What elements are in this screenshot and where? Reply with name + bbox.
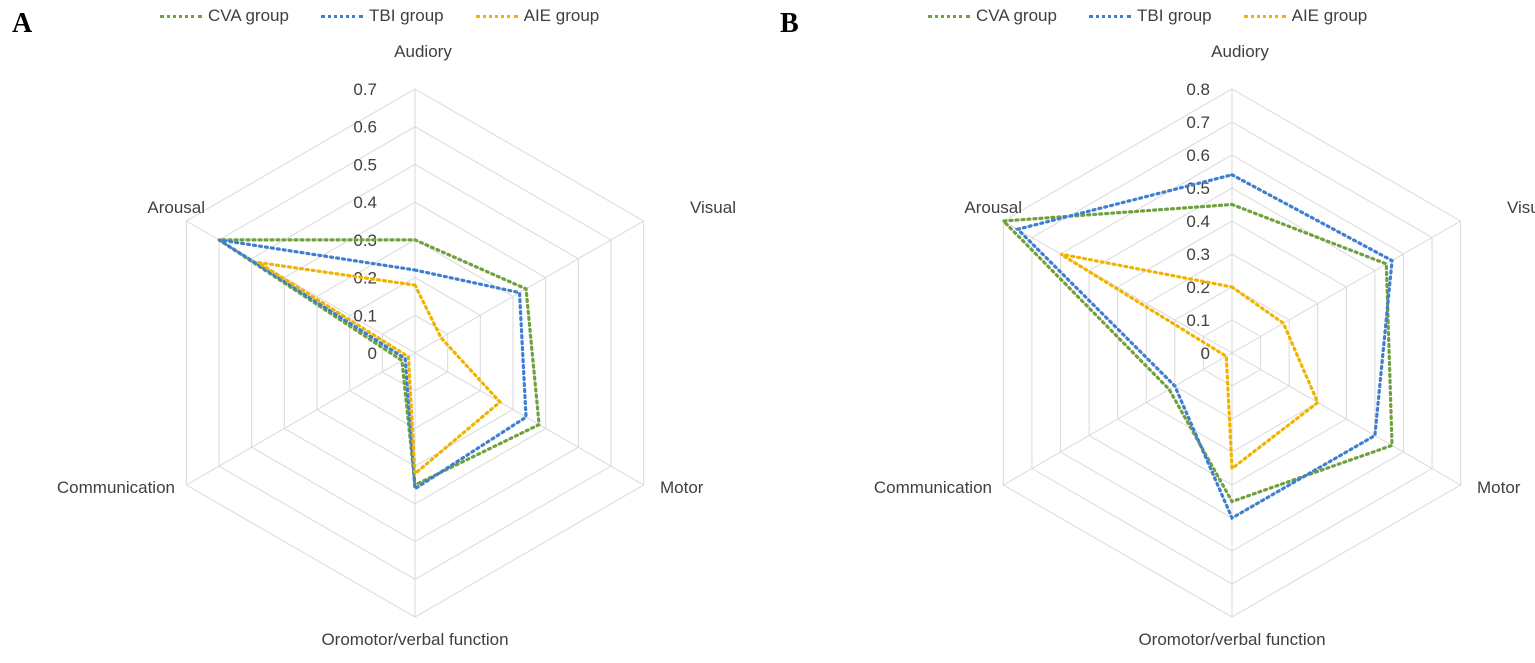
legend-item-cva: CVA group — [160, 6, 289, 26]
series-line-cva — [999, 202, 1394, 504]
axis-label: Visual — [1507, 198, 1535, 217]
axis-label: Audiory — [394, 42, 452, 61]
legend-item-cva: CVA group — [928, 6, 1057, 26]
axis-label: Oromotor/verbal function — [1138, 630, 1325, 649]
legend-item-tbi: TBI group — [1088, 6, 1212, 26]
grid-spoke — [414, 352, 644, 486]
legend-label-tbi: TBI group — [1136, 6, 1212, 25]
scale-tick-label: 0.4 — [1186, 212, 1210, 231]
scale-tick-label: 0 — [368, 344, 377, 363]
legend-item-aie: AIE group — [475, 6, 600, 26]
radar-plot-a: 00.10.20.30.40.50.60.7AudioryVisualMotor… — [57, 42, 736, 649]
axis-label: Motor — [1477, 478, 1521, 497]
legend-label-aie: AIE group — [523, 6, 600, 25]
scale-tick-label: 0.8 — [1186, 80, 1210, 99]
series-line-cva — [213, 238, 541, 488]
grid-spoke — [1003, 220, 1233, 354]
scale-tick-label: 0 — [1201, 344, 1210, 363]
scale-tick-label: 0.1 — [1186, 311, 1210, 330]
panel-label-b: B — [780, 8, 799, 39]
series-line-aie — [257, 260, 503, 477]
legend-b: CVA group TBI group AIE group — [928, 6, 1367, 26]
grid-spoke — [1231, 352, 1461, 486]
grid-spoke — [414, 220, 644, 354]
legend-label-tbi: TBI group — [368, 6, 444, 25]
axis-label: Motor — [660, 478, 704, 497]
legend-swatch-cva — [928, 14, 970, 18]
legend-swatch-tbi — [320, 14, 363, 18]
scale-tick-label: 0.6 — [353, 118, 377, 137]
scale-tick-label: 0.1 — [353, 306, 377, 325]
legend-swatch-aie — [1243, 14, 1286, 18]
axis-label: Visual — [690, 198, 736, 217]
legend-label-aie: AIE group — [1291, 6, 1368, 25]
scale-tick-label: 0.6 — [1186, 146, 1210, 165]
legend-swatch-tbi — [1088, 14, 1131, 18]
legend-swatch-cva — [160, 14, 202, 18]
scale-tick-label: 0.7 — [1186, 113, 1210, 132]
axis-label: Arousal — [147, 198, 205, 217]
series-line-tbi — [1014, 173, 1394, 521]
axis-label: Communication — [874, 478, 992, 497]
scale-tick-label: 0.7 — [353, 80, 377, 99]
scale-tick-label: 0.5 — [353, 155, 377, 174]
legend-a: CVA group TBI group AIE group — [160, 6, 599, 26]
grid-spoke — [1231, 220, 1461, 354]
legend-item-aie: AIE group — [1243, 6, 1368, 26]
radar-plot-b: 00.10.20.30.40.50.60.70.8AudioryVisualMo… — [874, 42, 1535, 649]
scale-tick-label: 0.4 — [353, 193, 377, 212]
axis-label: Oromotor/verbal function — [321, 630, 508, 649]
axis-label: Arousal — [964, 198, 1022, 217]
legend-swatch-aie — [475, 14, 518, 18]
axis-label: Audiory — [1211, 42, 1269, 61]
legend-label-cva: CVA group — [208, 6, 289, 25]
grid-spoke — [1003, 352, 1233, 486]
panel-label-a: A — [12, 8, 33, 39]
series-line-tbi — [218, 238, 528, 492]
series-line-aie — [1059, 252, 1320, 472]
legend-item-tbi: TBI group — [320, 6, 444, 26]
scale-tick-label: 0.3 — [353, 231, 377, 250]
scale-tick-label: 0.3 — [1186, 245, 1210, 264]
grid-spoke — [186, 352, 416, 486]
axis-label: Communication — [57, 478, 175, 497]
legend-label-cva: CVA group — [976, 6, 1057, 25]
